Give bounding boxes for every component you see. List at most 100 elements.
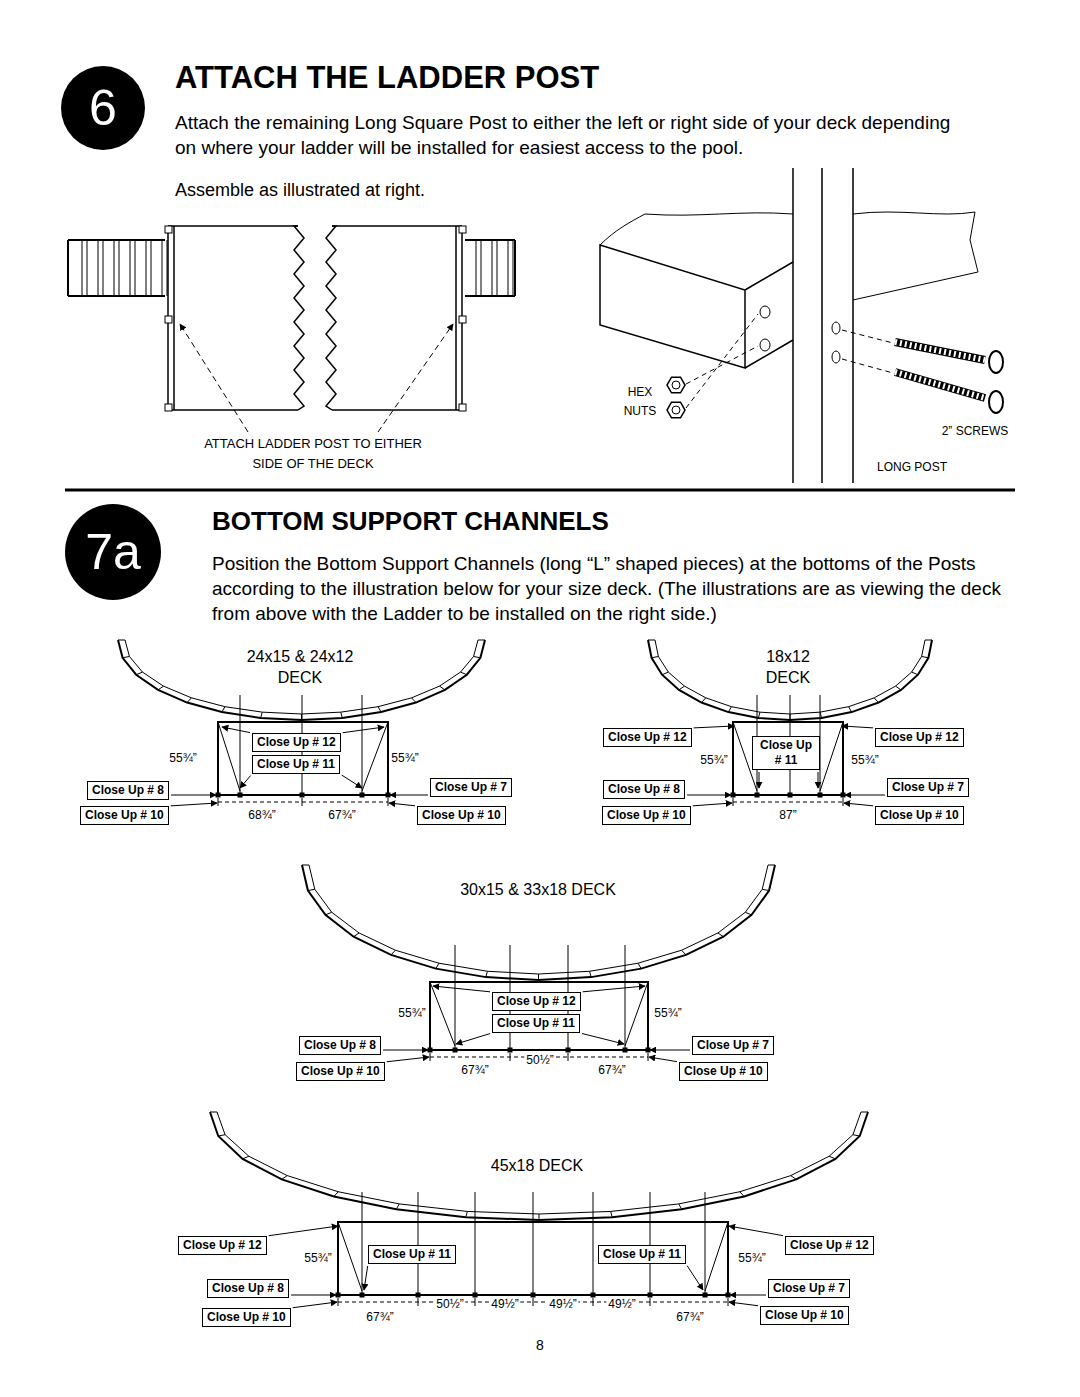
caption-text: 8	[536, 1336, 544, 1354]
close-up-callout: Close Up # 10	[296, 1062, 385, 1081]
bolt-hole	[760, 306, 770, 318]
deck-top-edge	[853, 212, 978, 300]
callout-text: Close Up # 10	[301, 1064, 380, 1079]
wall-upright	[302, 865, 309, 866]
close-up-callout: Close Up # 8	[87, 781, 169, 800]
bracket-line	[430, 982, 648, 1046]
wall-upright	[539, 1214, 540, 1220]
dimension-label: 55¾”	[652, 1006, 683, 1021]
close-up-callout: Close Up # 12	[252, 733, 341, 752]
bolt-hole	[760, 339, 770, 351]
leader-line	[171, 795, 216, 796]
leader-line	[222, 727, 250, 733]
callout-text: Close Up # 10	[684, 1064, 763, 1079]
wall-upright	[912, 672, 918, 675]
close-up-callout: Close Up # 11	[368, 1245, 456, 1264]
post-foot	[755, 793, 760, 798]
step-number-text: 7a	[85, 527, 141, 577]
callout-text: Close Up # 10	[422, 808, 501, 823]
close-up-callout: Close Up # 10	[760, 1306, 849, 1325]
post-square	[459, 404, 466, 411]
dimension-tick	[302, 798, 303, 806]
dashed-leader	[180, 324, 248, 432]
post-foot	[818, 793, 823, 798]
dimension-label: 50½”	[434, 1297, 465, 1312]
dimension-tick	[648, 1053, 649, 1061]
close-up-callout: Close Up # 11	[752, 736, 820, 770]
post-foot	[646, 1048, 651, 1053]
close-up-callout: Close Up # 11	[252, 755, 340, 774]
dimension-label: 55¾”	[389, 751, 420, 766]
leader-line	[845, 795, 885, 796]
wall-upright	[412, 698, 416, 703]
post-line	[625, 945, 626, 1050]
deck-side-face	[600, 245, 745, 368]
post-foot	[238, 793, 243, 798]
wall-upright	[118, 640, 125, 641]
dimension-label: 2” SCREWS	[940, 424, 1011, 439]
dashed-leader	[686, 314, 758, 408]
callout-text: Close Up # 7	[773, 1281, 845, 1296]
ladder-rung	[130, 240, 135, 296]
dimension-label: 49½”	[547, 1297, 578, 1312]
post-square	[165, 226, 172, 233]
ladder-rung	[98, 240, 103, 296]
wall-upright	[652, 656, 659, 657]
wall-upright	[341, 712, 343, 718]
callout-text: Close Up # 12	[608, 730, 687, 745]
dimension-line	[218, 802, 388, 803]
leader-line	[389, 803, 415, 806]
callout-text: Close Up # 7	[697, 1038, 769, 1053]
wall-upright	[791, 1176, 796, 1180]
dimension-label: 67¾”	[459, 1063, 490, 1078]
wall-upright	[222, 707, 225, 712]
post-line	[455, 945, 456, 1050]
callout-text: Close Up # 12	[183, 1238, 262, 1253]
callout-text: Close Up # 11	[373, 1247, 451, 1262]
ladder-rung	[492, 240, 497, 296]
ladder-rung	[146, 240, 151, 296]
post-line	[362, 695, 363, 795]
wall-upright	[210, 1112, 217, 1113]
dimension-line	[733, 802, 843, 803]
wall-upright	[925, 640, 932, 641]
dimension-label: 67¾”	[326, 808, 357, 823]
screw-head	[989, 391, 1003, 413]
dimension-tick	[475, 1298, 476, 1306]
break-line	[294, 226, 304, 410]
close-up-callout: Close Up # 8	[299, 1036, 381, 1055]
wall-upright	[611, 1211, 613, 1217]
leader-line	[291, 1295, 336, 1296]
dimension-tick	[218, 798, 219, 806]
dimension-label: 67¾”	[364, 1310, 395, 1325]
caption-text: 30x15 & 33x18 DECK	[458, 879, 618, 900]
callout-text: Close Up # 8	[92, 783, 164, 798]
leader-line	[583, 986, 645, 992]
leader-line	[582, 1033, 624, 1044]
wall-upright	[325, 912, 331, 915]
post-foot	[216, 793, 221, 798]
callout-text: Close Up # 10	[765, 1308, 844, 1323]
wall-upright	[466, 1211, 468, 1217]
wall-upright	[391, 950, 395, 955]
leader-line	[171, 803, 217, 806]
wall-upright	[261, 712, 263, 718]
ladder-rung	[162, 240, 167, 296]
dimension-label: 49½”	[606, 1297, 637, 1312]
post-foot	[788, 793, 793, 798]
leader-line	[729, 1226, 783, 1236]
close-up-callout: Close Up # 12	[785, 1236, 874, 1255]
close-up-callout: Close Up # 7	[887, 778, 969, 797]
post-foot	[591, 1293, 596, 1298]
dimension-label: LONG POST	[875, 460, 949, 475]
callout-text: Close Up # 12	[880, 730, 959, 745]
ladder-rung	[82, 240, 87, 296]
post-line	[240, 695, 241, 795]
dimension-label: 50½”	[524, 1053, 555, 1068]
close-up-callout: Close Up # 11	[492, 1014, 580, 1033]
close-up-callout: Close Up # 10	[202, 1308, 291, 1327]
leader-line	[694, 726, 734, 728]
